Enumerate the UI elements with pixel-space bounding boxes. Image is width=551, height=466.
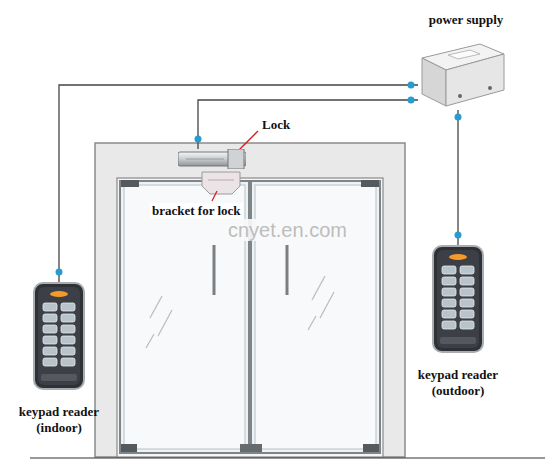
symbol-part	[437, 250, 479, 348]
wire-line	[198, 100, 418, 149]
part-label: bracket for lock	[150, 203, 243, 219]
hinge	[363, 444, 379, 452]
symbol-part	[43, 347, 57, 355]
symbol-part	[449, 254, 467, 260]
device-node: keypad reader (indoor)	[33, 282, 85, 390]
device-label: Lock	[262, 117, 290, 133]
symbol-part	[460, 266, 474, 274]
symbol-part	[43, 303, 57, 311]
symbol-part	[61, 347, 75, 355]
device-label: keypad reader (outdoor)	[403, 367, 513, 399]
keypad-symbol	[432, 245, 484, 353]
symbol-part	[50, 291, 68, 297]
lock-bracket	[202, 172, 240, 194]
lock-bracket-detail	[208, 180, 234, 181]
floor-line	[30, 457, 545, 458]
door-handle	[213, 245, 216, 295]
wire-connector	[56, 82, 419, 283]
symbol-part	[460, 321, 474, 329]
device-label: power supply	[429, 12, 504, 28]
symbol-part	[43, 325, 57, 333]
glass-reflection	[312, 276, 325, 300]
device-node: keypad reader (outdoor)	[432, 245, 484, 353]
symbol-part	[442, 310, 456, 318]
hinge	[121, 444, 137, 452]
wire-end-dot	[195, 136, 202, 143]
symbol-part	[38, 287, 80, 385]
leader-line	[212, 191, 217, 201]
symbol-part	[41, 374, 77, 381]
symbol-part	[186, 159, 224, 160]
wire-end-dot	[455, 114, 462, 121]
symbol-part	[460, 299, 474, 307]
door-frame	[95, 143, 405, 457]
wire-end-dot	[455, 232, 462, 239]
symbol-part	[448, 50, 480, 59]
wire-connector	[195, 97, 419, 150]
symbol-part	[440, 337, 476, 344]
symbol-part	[43, 336, 57, 344]
watermark: cnyet.en.com	[226, 219, 349, 241]
symbol-part	[61, 314, 75, 322]
keypad-symbol	[33, 282, 85, 390]
door-opening	[117, 178, 383, 457]
symbol-part	[442, 321, 456, 329]
symbol-part	[61, 303, 75, 311]
symbol-part	[460, 310, 474, 318]
floor-bolt	[240, 444, 262, 452]
symbol-part	[228, 149, 244, 169]
wire-connector	[455, 110, 462, 245]
wire-end-dot	[408, 82, 415, 89]
lock-symbol	[178, 149, 246, 169]
door-handle	[286, 245, 289, 295]
hinge	[121, 180, 139, 187]
symbol-part	[433, 246, 483, 352]
symbol-part	[442, 299, 456, 307]
wire-line	[59, 85, 418, 282]
wire-end-dot	[408, 97, 415, 104]
symbol-part	[34, 283, 84, 389]
glass-reflection	[320, 292, 334, 318]
symbol-part	[61, 336, 75, 344]
symbol-part	[61, 325, 75, 333]
symbol-part	[460, 288, 474, 296]
device-label: keypad reader (indoor)	[4, 404, 114, 436]
device-node: Lock	[178, 149, 246, 169]
glass-reflection	[146, 334, 154, 348]
device-node: power supply	[418, 40, 506, 110]
wire-end-dot	[56, 269, 63, 276]
symbol-part	[446, 54, 504, 106]
symbol-part	[43, 314, 57, 322]
hinge	[361, 180, 379, 187]
glass-reflection	[158, 310, 172, 336]
symbol-part	[458, 94, 462, 98]
wire-line	[457, 110, 458, 245]
power-supply-symbol	[418, 40, 506, 110]
symbol-part	[43, 358, 57, 366]
symbol-part	[442, 266, 456, 274]
symbol-part	[442, 277, 456, 285]
symbol-part	[61, 358, 75, 366]
glass-reflection	[150, 296, 162, 318]
symbol-part	[488, 86, 492, 90]
symbol-part	[422, 58, 446, 106]
symbol-part	[442, 288, 456, 296]
symbol-part	[460, 277, 474, 285]
glass-reflection	[308, 316, 316, 330]
